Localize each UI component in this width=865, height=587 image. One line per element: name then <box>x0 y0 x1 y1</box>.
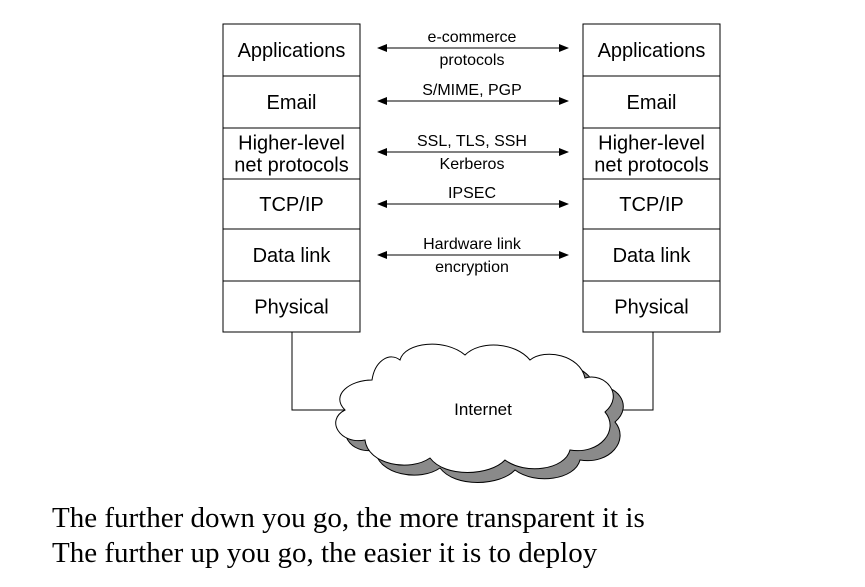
protocol-label: e-commerce <box>428 29 517 46</box>
protocol-arrow-1: S/MIME, PGP <box>377 82 569 105</box>
left-layer-box <box>222 127 361 180</box>
left-layer-3: TCP/IP <box>222 178 361 230</box>
right-layer-0: Applications <box>582 23 721 77</box>
protocol-label: S/MIME, PGP <box>422 82 522 99</box>
left-layer-box <box>222 75 361 129</box>
left-connector-line <box>291 332 345 411</box>
right-layer-box <box>582 75 721 129</box>
protocol-label: Kerberos <box>440 156 505 173</box>
right-layer-box <box>582 280 721 333</box>
right-layer-3: TCP/IP <box>582 178 721 230</box>
left-layer-label: net protocols <box>234 155 349 177</box>
caption-line-1: The further down you go, the more transp… <box>52 502 645 534</box>
right-layer-label: net protocols <box>594 155 709 177</box>
right-layer-label: TCP/IP <box>619 194 683 216</box>
caption-line-2: The further up you go, the easier it is … <box>52 537 598 569</box>
left-layer-box <box>222 23 361 77</box>
protocol-arrow-2: SSL, TLS, SSH Kerberos <box>377 133 569 173</box>
protocol-arrow-0: e-commerce protocols <box>377 29 569 69</box>
protocol-label: encryption <box>435 259 509 276</box>
cloud-body <box>335 343 614 473</box>
protocol-label: Hardware link <box>423 236 522 253</box>
left-layer-label: Applications <box>238 40 346 62</box>
cloud-label: Internet <box>454 400 512 419</box>
right-layer-label: Applications <box>598 40 706 62</box>
right-layer-5: Physical <box>582 280 721 333</box>
protocol-label: protocols <box>440 52 505 69</box>
right-layer-label: Data link <box>613 245 692 267</box>
left-layer-box <box>222 280 361 333</box>
right-layer-box <box>582 178 721 230</box>
left-layer-box <box>222 228 361 282</box>
left-layer-box <box>222 178 361 230</box>
right-layer-1: Email <box>582 75 721 129</box>
right-layer-label: Higher-level <box>598 133 705 155</box>
left-layer-label: TCP/IP <box>259 194 323 216</box>
left-layer-label: Higher-level <box>238 133 345 155</box>
left-layer-4: Data link <box>222 228 361 282</box>
left-layer-5: Physical <box>222 280 361 333</box>
protocol-label: SSL, TLS, SSH <box>417 133 527 150</box>
protocol-label: IPSEC <box>448 185 496 202</box>
right-layer-label: Physical <box>614 297 688 319</box>
right-layer-4: Data link <box>582 228 721 282</box>
left-layer-label: Data link <box>253 245 332 267</box>
right-layer-box <box>582 228 721 282</box>
left-layer-label: Physical <box>254 297 328 319</box>
internet-cloud: Internet <box>335 343 624 483</box>
left-layer-0: Applications <box>222 23 361 77</box>
right-layer-label: Email <box>626 92 676 114</box>
left-layer-label: Email <box>266 92 316 114</box>
left-layer-1: Email <box>222 75 361 129</box>
protocol-arrow-3: IPSEC <box>377 185 569 208</box>
protocol-arrow-4: Hardware link encryption <box>377 236 569 276</box>
